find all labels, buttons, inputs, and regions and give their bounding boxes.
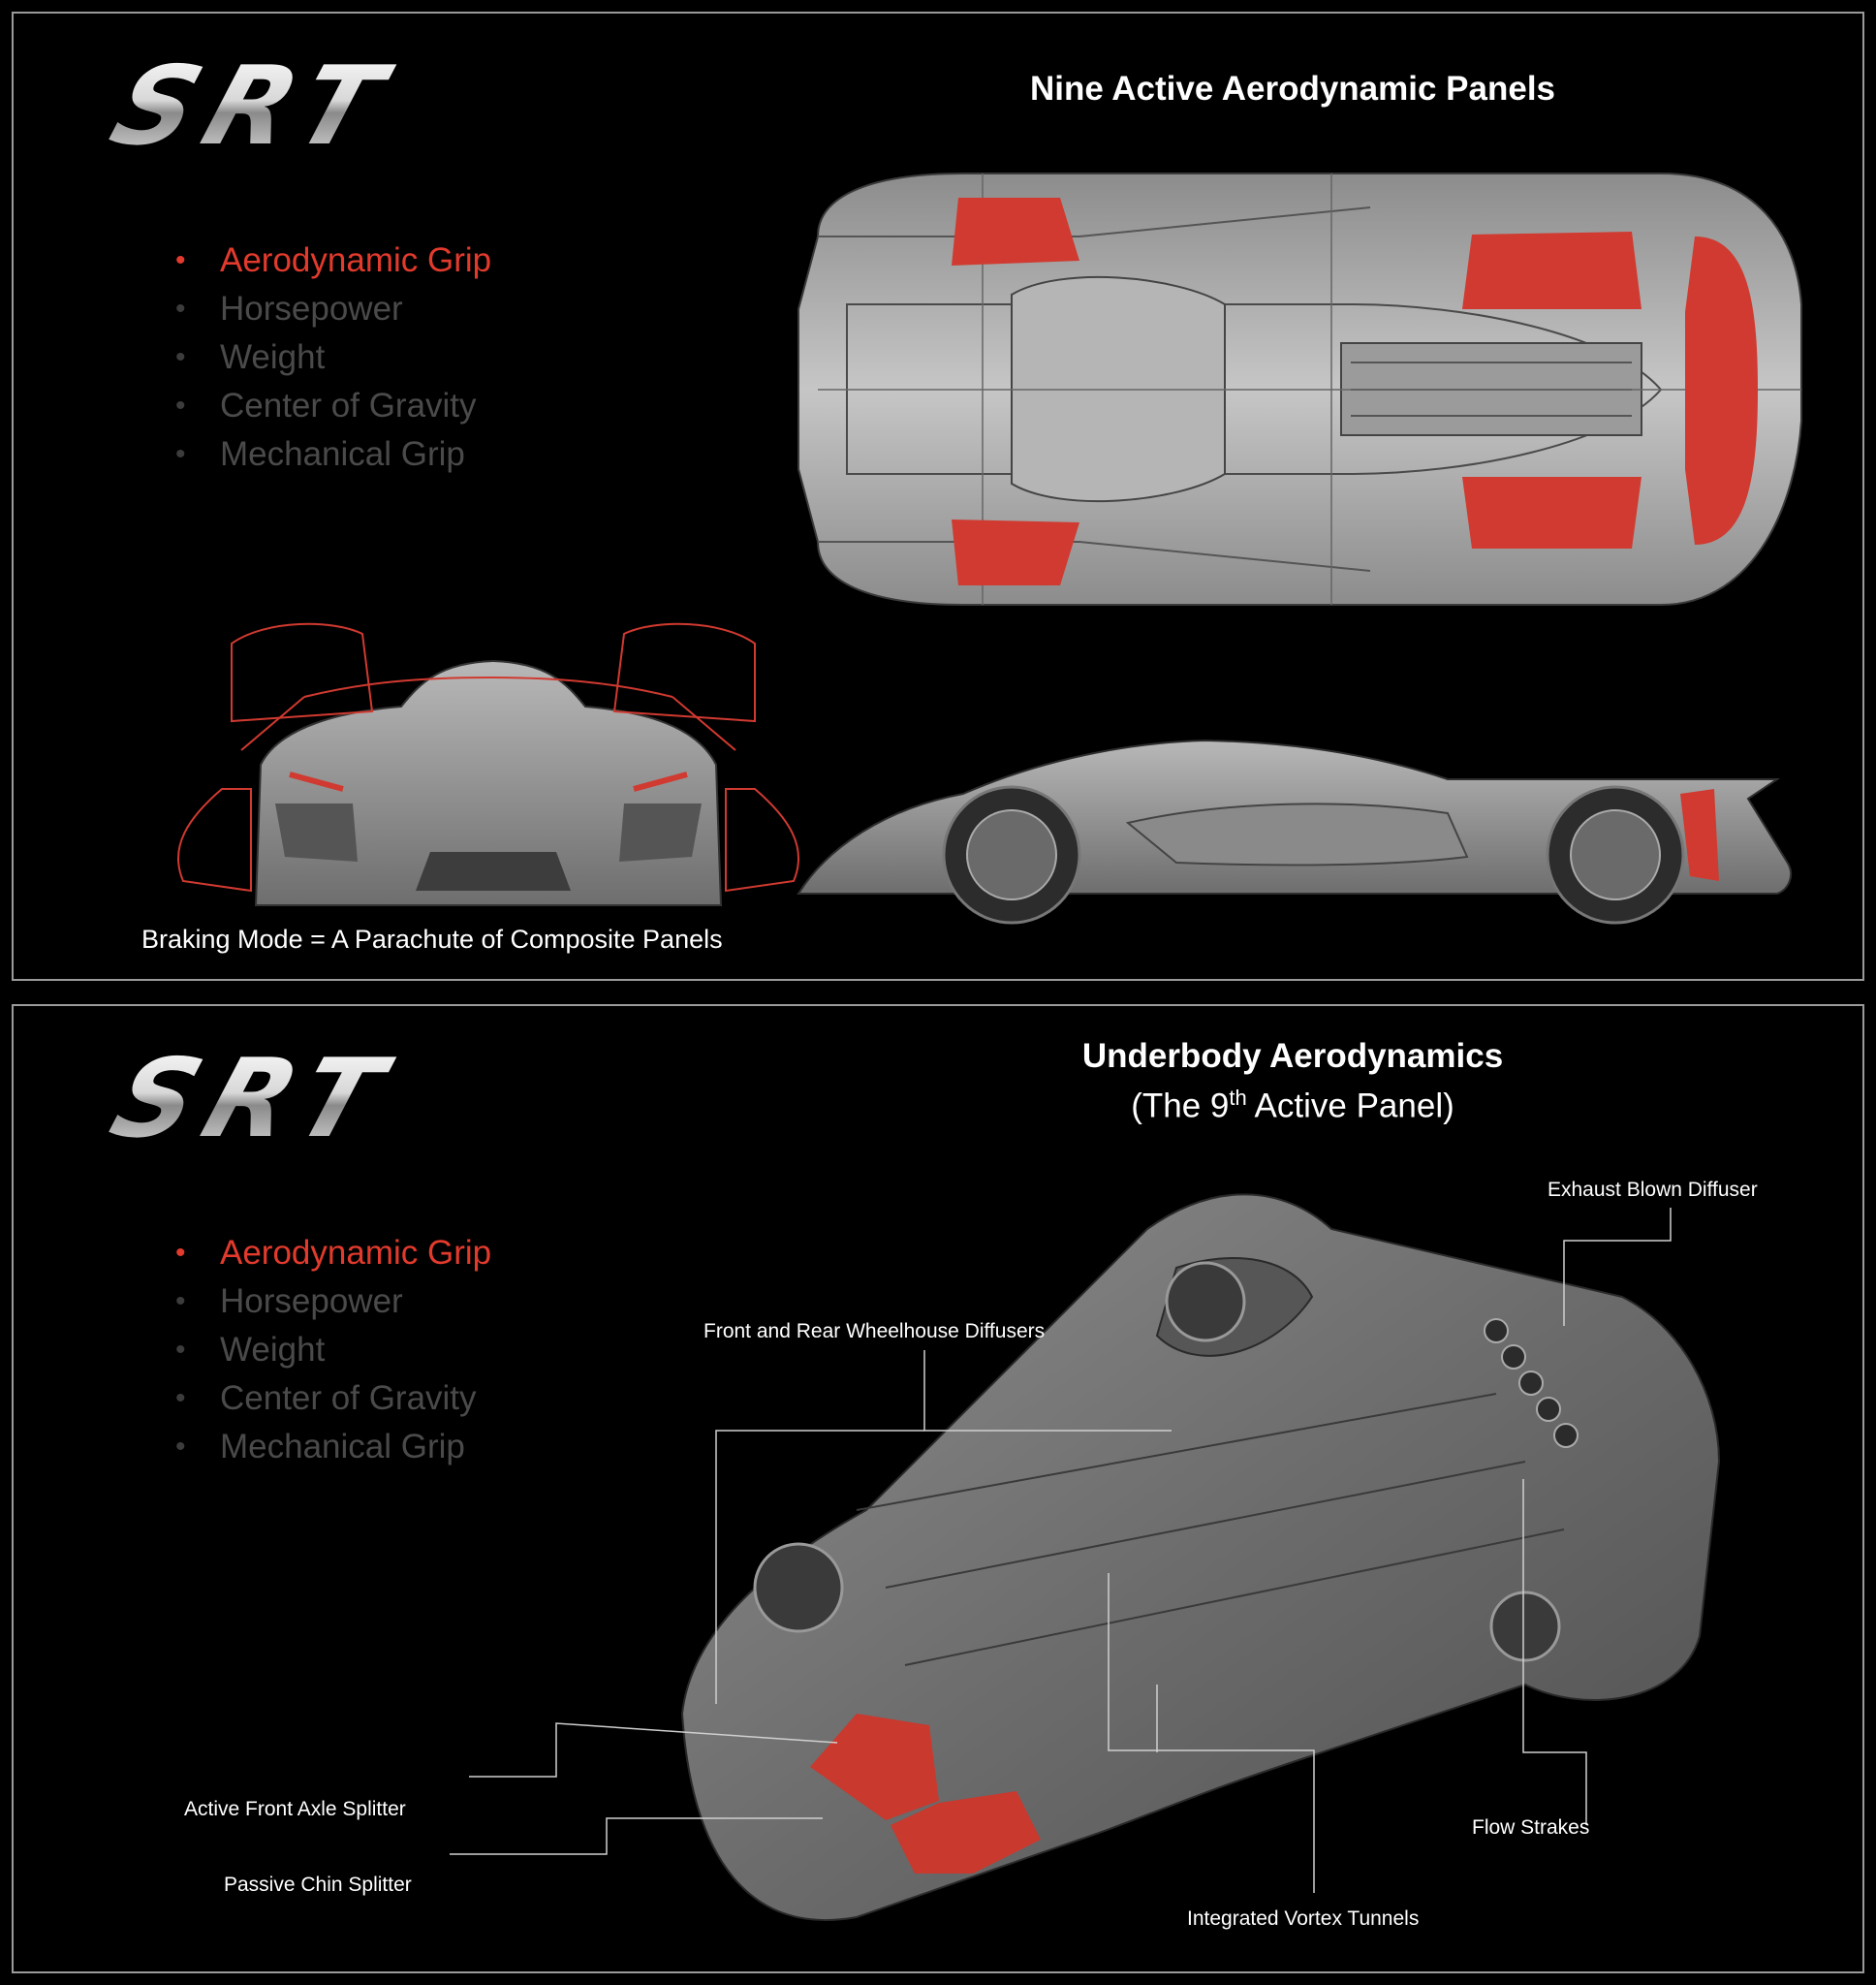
aero-panel-front-left [952, 198, 1079, 266]
subtitle-text-end: Active Panel) [1246, 1087, 1454, 1125]
subtitle-superscript: th [1229, 1086, 1247, 1110]
slide-subtitle: (The 9th Active Panel) [924, 1086, 1661, 1126]
car-illustrations [177, 173, 1802, 925]
underbody-car [680, 1193, 1721, 1922]
top-view-car [797, 173, 1802, 606]
front-view-car [177, 622, 799, 906]
srt-logo: SRT [106, 1047, 410, 1153]
factor-item-center-of-gravity: Center of Gravity [164, 1374, 491, 1423]
callout-integrated-vortex-tunnels: Integrated Vortex Tunnels [1187, 1907, 1420, 1930]
aero-panel-rear-wing [1685, 236, 1758, 545]
factor-item-weight: Weight [164, 1326, 491, 1374]
slide-active-aero-panels: SRT Nine Active Aerodynamic Panels Aerod… [12, 12, 1864, 981]
aero-panel-side-rear [1680, 789, 1719, 881]
factor-item-horsepower: Horsepower [164, 285, 491, 333]
factor-item-center-of-gravity: Center of Gravity [164, 382, 491, 430]
callout-wheelhouse-diffusers: Front and Rear Wheelhouse Diffusers [704, 1320, 1046, 1342]
srt-logo: SRT [106, 54, 410, 161]
factor-item-weight: Weight [164, 333, 491, 382]
factor-item-aerodynamic-grip: Aerodynamic Grip [164, 236, 491, 285]
factor-item-horsepower: Horsepower [164, 1277, 491, 1326]
aero-panel-rear-right [1462, 477, 1642, 549]
callout-exhaust-blown-diffuser: Exhaust Blown Diffuser [1548, 1179, 1758, 1201]
factor-list: Aerodynamic Grip Horsepower Weight Cente… [164, 236, 491, 479]
active-front-axle-splitter-panel [810, 1714, 939, 1820]
subtitle-text: (The 9 [1131, 1087, 1230, 1125]
braking-mode-caption: Braking Mode = A Parachute of Composite … [141, 925, 723, 954]
callout-passive-chin-splitter: Passive Chin Splitter [224, 1874, 412, 1896]
logo-text: SRT [106, 54, 410, 161]
underbody-illustration [450, 1193, 1721, 1922]
aero-panel-front-right [952, 520, 1079, 585]
callout-leader-lines [450, 1208, 1672, 1893]
side-view-car [797, 739, 1793, 925]
callout-flow-strakes: Flow Strakes [1472, 1816, 1590, 1839]
aero-panel-rear-left [1462, 232, 1642, 309]
logo-text: SRT [106, 1047, 410, 1153]
slide-underbody-aero: SRT Underbody Aerodynamics (The 9th Acti… [12, 1004, 1864, 1973]
slide-title: Underbody Aerodynamics [1081, 1037, 1504, 1075]
factor-item-mechanical-grip: Mechanical Grip [164, 1423, 491, 1471]
active-front-axle-splitter-panel-right [891, 1791, 1041, 1874]
slide-title: Nine Active Aerodynamic Panels [1029, 70, 1556, 108]
factor-item-mechanical-grip: Mechanical Grip [164, 430, 491, 479]
factor-item-aerodynamic-grip: Aerodynamic Grip [164, 1229, 491, 1277]
callout-active-front-axle-splitter: Active Front Axle Splitter [184, 1798, 406, 1820]
factor-list: Aerodynamic Grip Horsepower Weight Cente… [164, 1229, 491, 1471]
